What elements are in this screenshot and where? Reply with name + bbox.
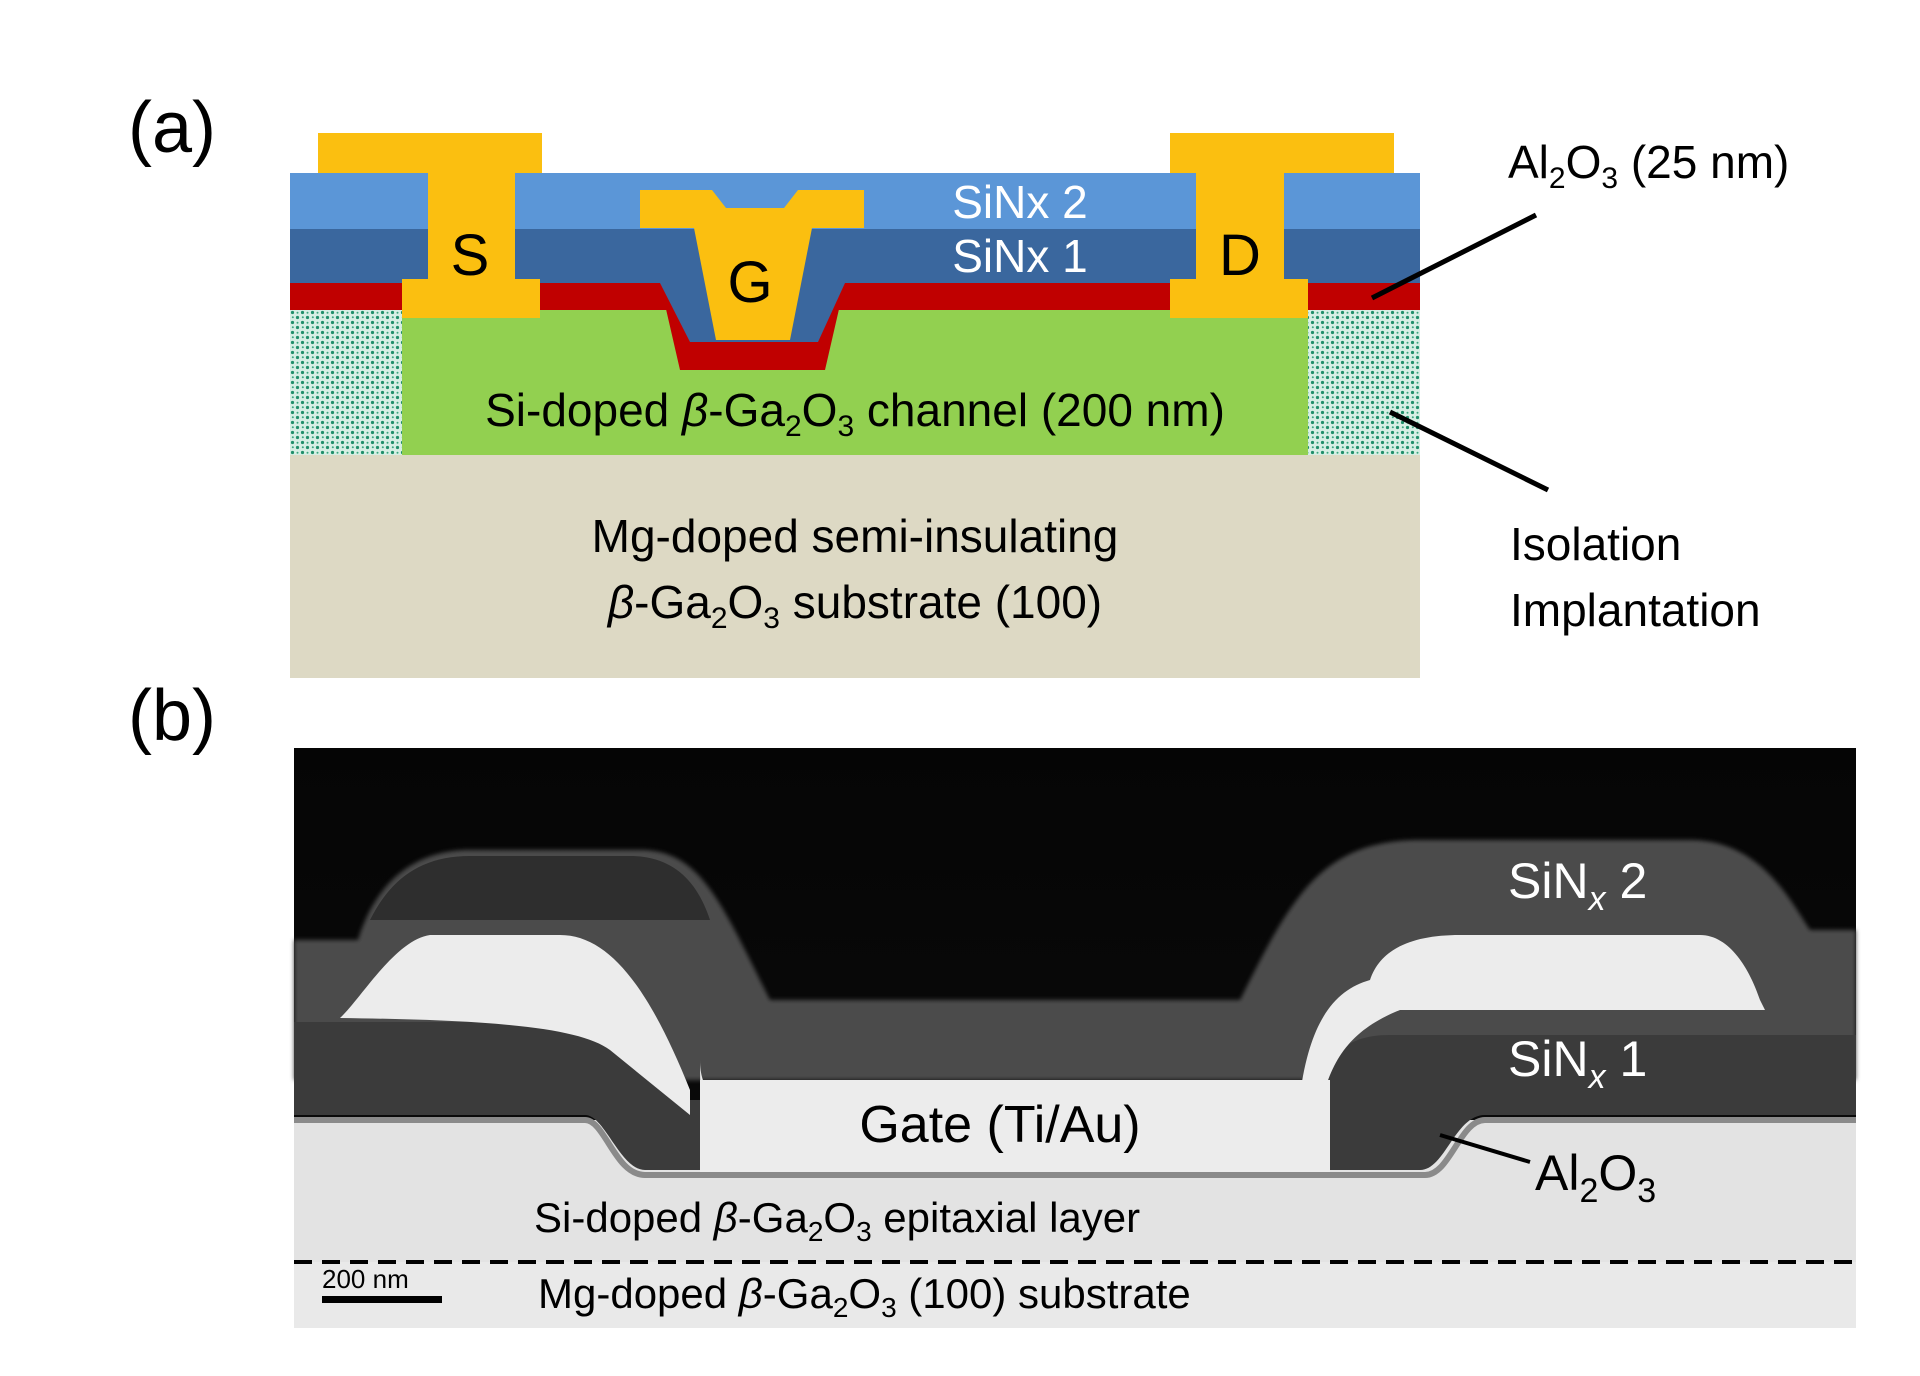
tem-al2o3-label: Al2O3 bbox=[1535, 1145, 1656, 1210]
substrate-label-line1: Mg-doped semi-insulating bbox=[592, 510, 1119, 562]
isolation-label-line2: Implantation bbox=[1510, 584, 1761, 636]
tem-substrate-band bbox=[294, 1262, 1856, 1328]
tem-drain-metal bbox=[1300, 935, 1765, 1110]
isolation-label-line1: Isolation bbox=[1510, 518, 1681, 570]
tem-al2o3-callout-line bbox=[1439, 1133, 1531, 1164]
scale-bar-label: 200 nm bbox=[322, 1264, 409, 1294]
al2o3-callout-line bbox=[1370, 212, 1538, 301]
tem-sinx2-label: SiNx 2 bbox=[1508, 853, 1647, 918]
substrate-label-line2: β-Ga2O3 substrate (100) bbox=[606, 576, 1102, 635]
sinx2-label: SiNx 2 bbox=[952, 176, 1087, 228]
sinx1-label: SiNx 1 bbox=[952, 230, 1087, 282]
tem-gate-label: Gate (Ti/Au) bbox=[859, 1096, 1140, 1154]
panel-a: (a) S G D SiNx 2 SiNx 1 Si-doped bbox=[128, 88, 1789, 678]
tem-al2o3-layer bbox=[294, 1117, 1856, 1178]
source-label: S bbox=[451, 223, 490, 288]
source-contact bbox=[318, 133, 542, 318]
tem-source-metal bbox=[340, 935, 690, 1115]
channel-layer bbox=[402, 310, 1308, 455]
channel-label: Si-doped β-Ga2O3 channel (200 nm) bbox=[485, 384, 1225, 443]
panel-b-tag: (b) bbox=[128, 676, 216, 756]
tem-epi-label: Si-doped β-Ga2O3 epitaxial layer bbox=[534, 1194, 1140, 1247]
isolation-implant-left bbox=[290, 310, 402, 455]
panel-a-tag: (a) bbox=[128, 88, 216, 168]
isolation-implant-right bbox=[1308, 310, 1420, 455]
gate-contact bbox=[640, 190, 864, 340]
tem-sinx1-layer bbox=[294, 1022, 1856, 1170]
drain-contact bbox=[1170, 133, 1394, 318]
panel-b: (b) 200 nm bbox=[128, 676, 1856, 1328]
drain-label: D bbox=[1219, 223, 1261, 288]
tem-image: 200 nm bbox=[294, 748, 1856, 1328]
substrate-layer bbox=[290, 455, 1420, 678]
tem-sinx1-label: SiNx 1 bbox=[1508, 1031, 1647, 1096]
gate-label: G bbox=[727, 250, 772, 315]
al2o3-callout-label: Al2O3 (25 nm) bbox=[1508, 136, 1789, 195]
scale-bar bbox=[322, 1296, 442, 1303]
tem-substrate-label: Mg-doped β-Ga2O3 (100) substrate bbox=[538, 1270, 1191, 1323]
isolation-callout-line bbox=[1388, 409, 1550, 493]
